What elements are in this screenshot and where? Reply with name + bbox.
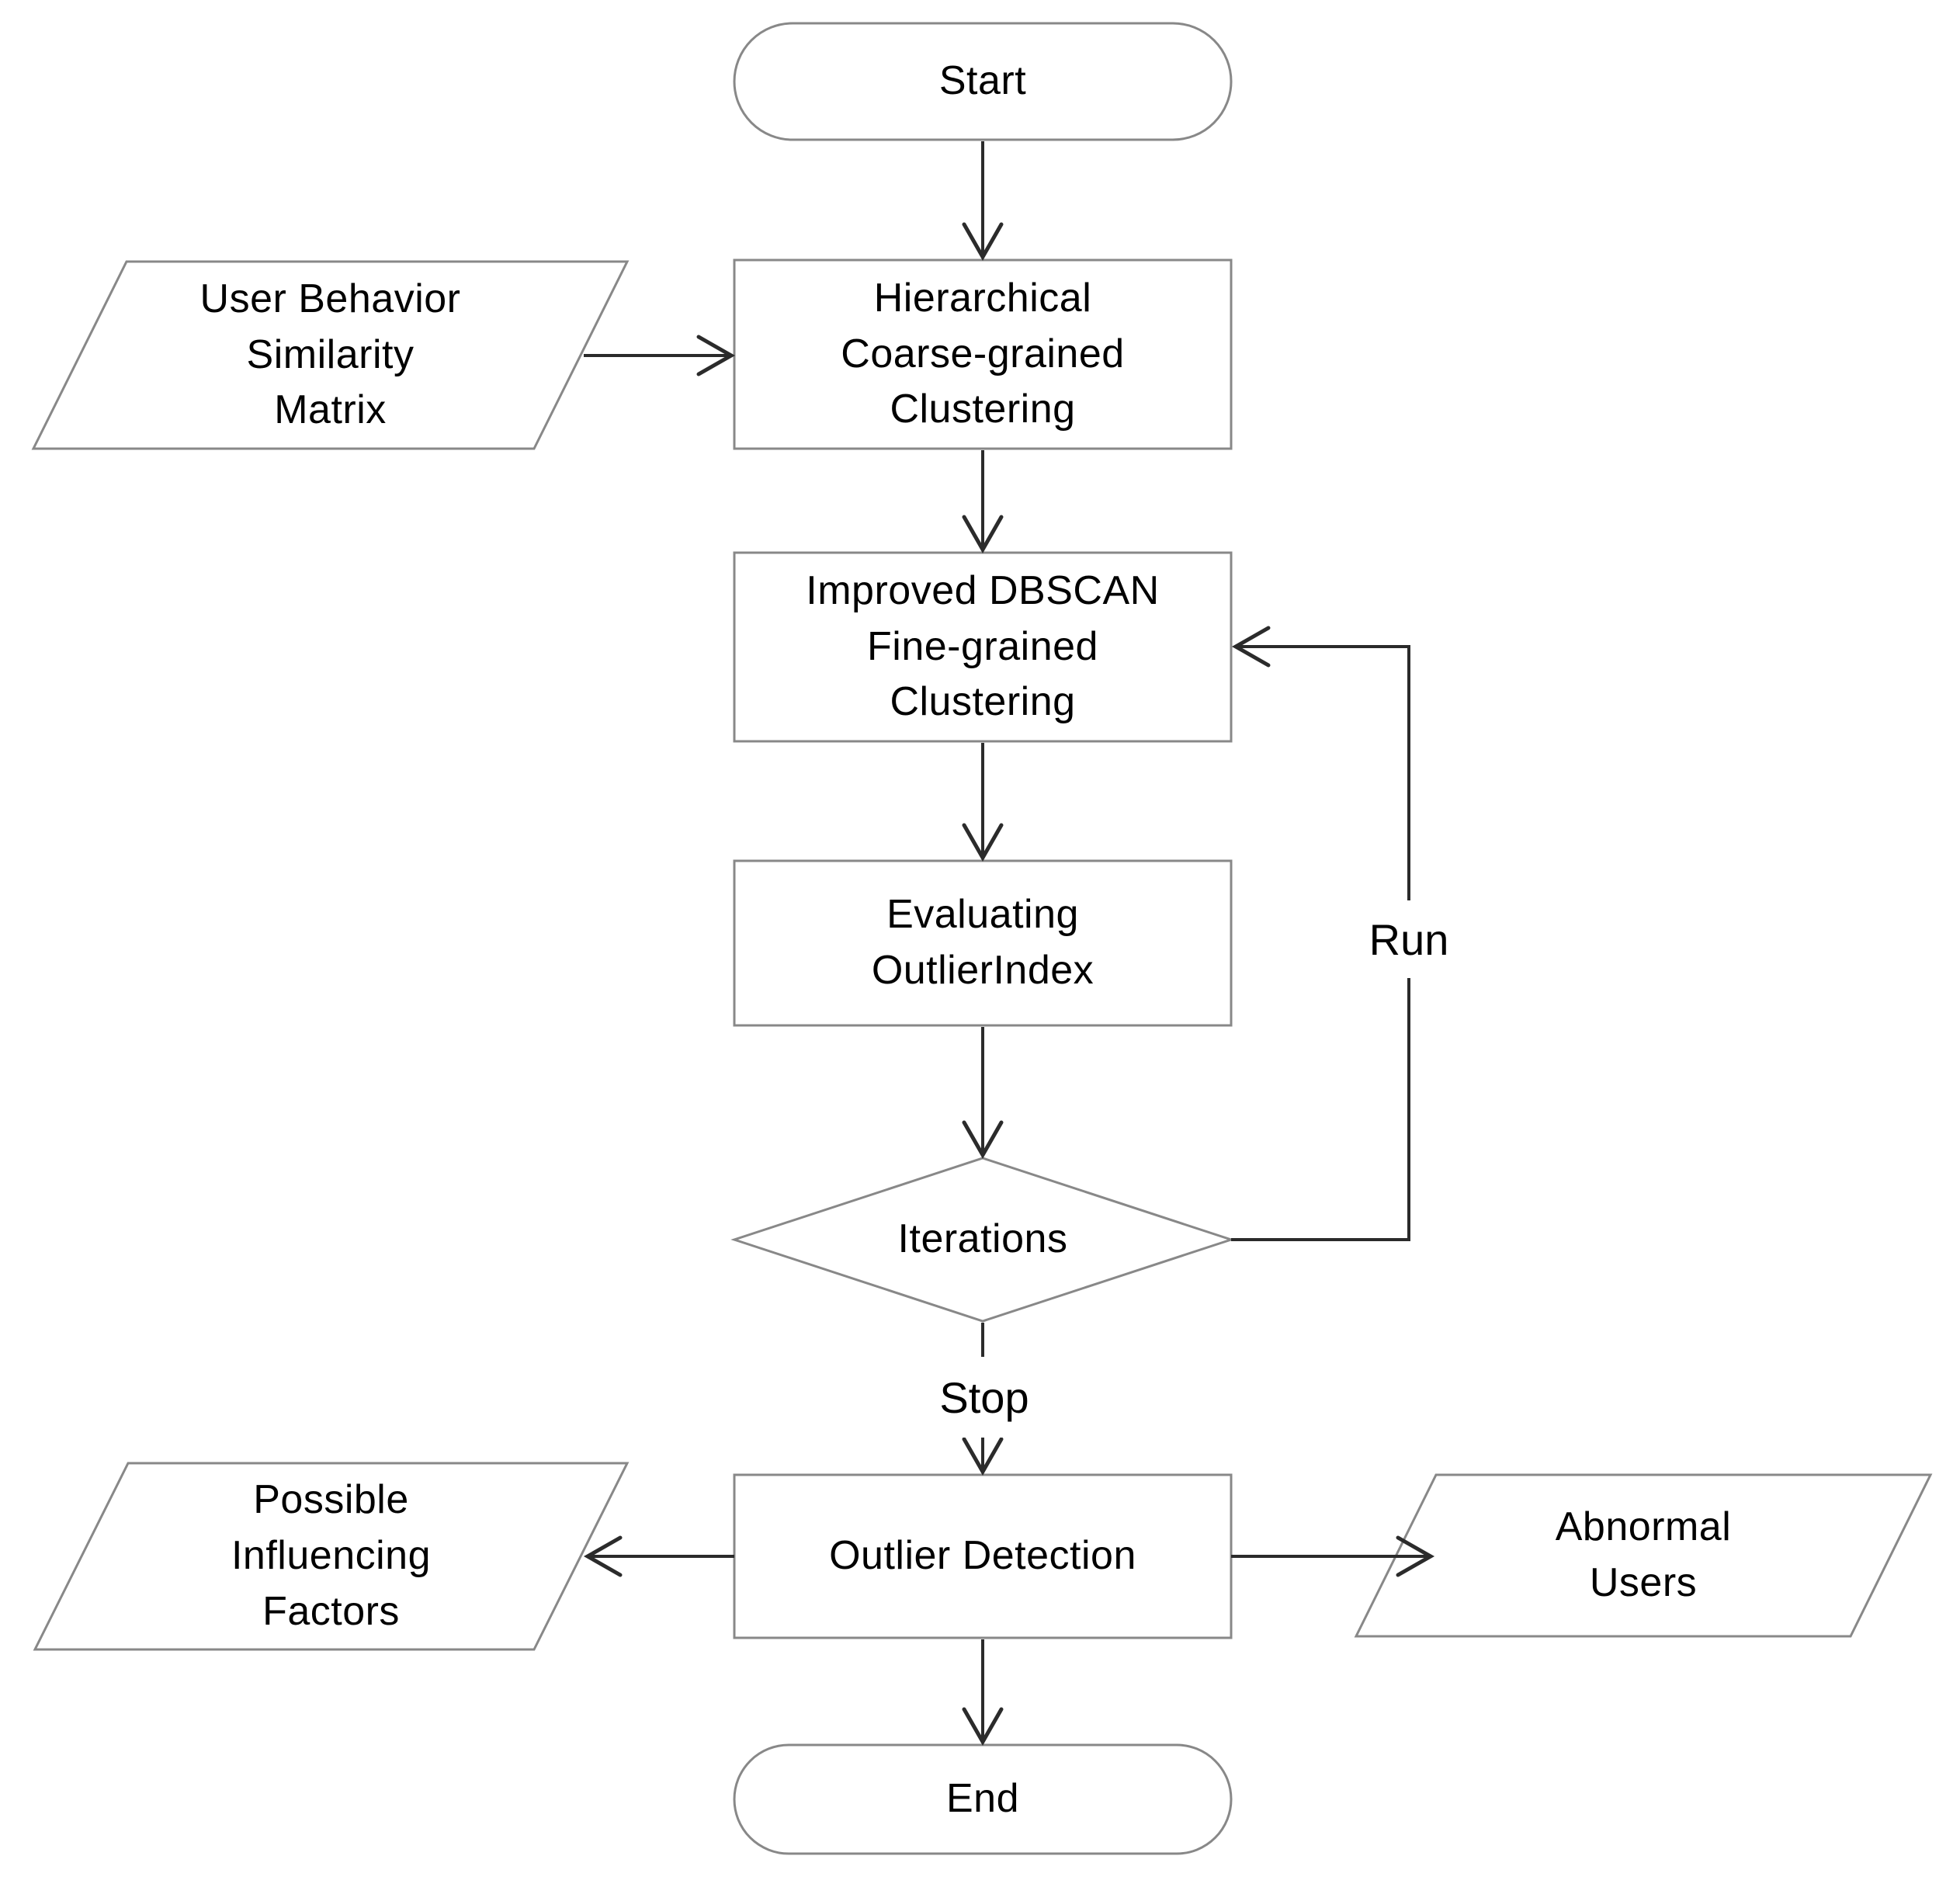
- stop-edge-label: Stop: [868, 1357, 1101, 1438]
- start-node-label: Start: [938, 58, 1027, 104]
- user-behavior-similarity-matrix-label: User Behavior Similarity Matrix: [199, 276, 461, 433]
- start-terminator-shape: [733, 22, 1233, 141]
- possible-influencing-factors-label: Possible Influencing Factors: [231, 1477, 432, 1634]
- iterations-decision-label: Iterations: [897, 1216, 1068, 1262]
- improved-dbscan-fine-grained-clustering-label: Improved DBSCAN Fine-grained Clustering: [806, 567, 1160, 725]
- iterations-decision-diamond-shape: [730, 1157, 1235, 1323]
- evaluating-outlierindex-label: Evaluating OutlierIndex: [871, 892, 1094, 993]
- hierarchical-clustering-box-shape: [733, 258, 1233, 450]
- outlier-detection-label: Outlier Detection: [829, 1533, 1136, 1579]
- hierarchical-coarse-grained-clustering-label: Hierarchical Coarse-grained Clustering: [841, 275, 1125, 432]
- abnormal-users-label: Abnormal Users: [1555, 1504, 1732, 1605]
- end-node-label: End: [945, 1776, 1020, 1822]
- user-behavior-parallelogram-shape: [31, 260, 630, 450]
- run-edge-label: Run: [1331, 900, 1486, 978]
- abnormal-users-parallelogram-shape: [1354, 1473, 1933, 1638]
- evaluating-outlierindex-box-shape: [733, 859, 1233, 1027]
- possible-factors-parallelogram-shape: [33, 1462, 630, 1651]
